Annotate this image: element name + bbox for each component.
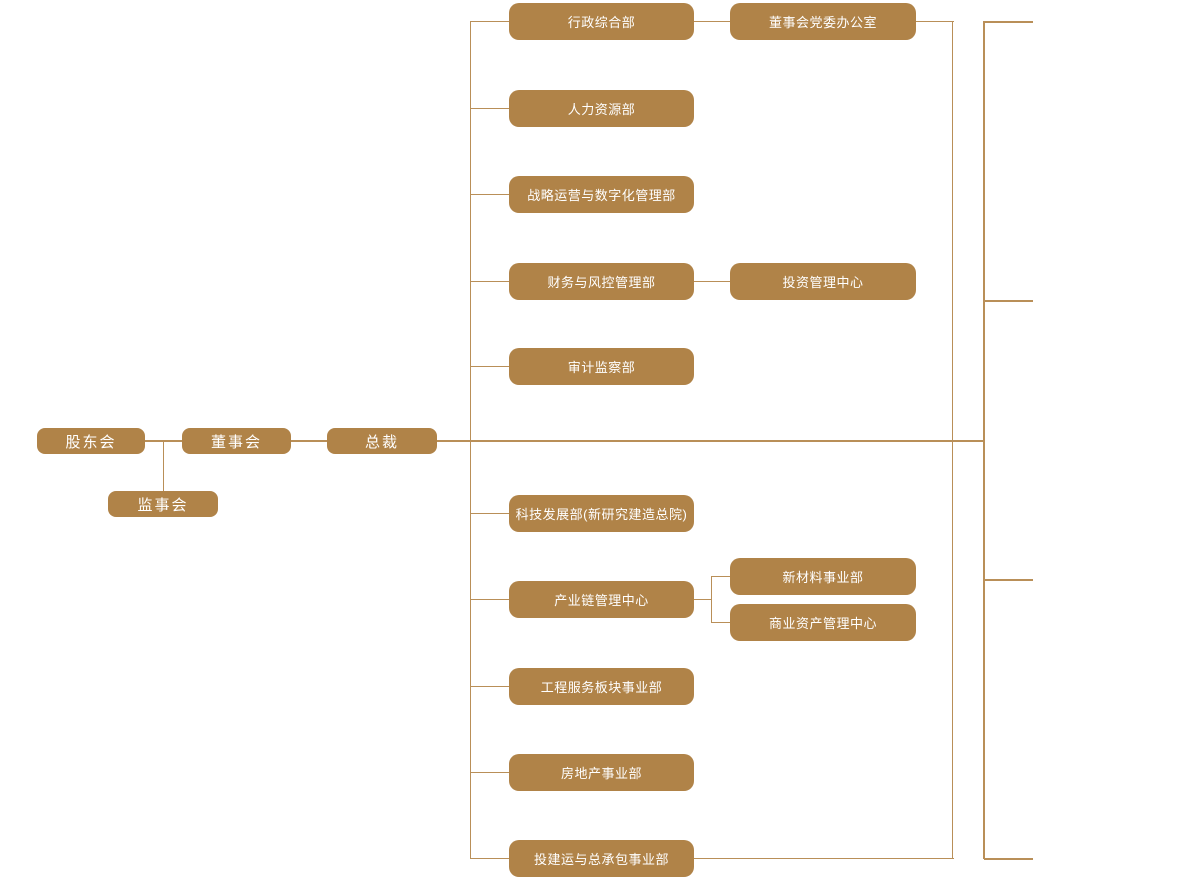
connector-offscreen-stub-3 [984,578,1033,581]
connector-party-office-right [916,20,954,23]
node-commercial-assets-center[interactable]: 商业资产管理中心 [730,604,916,641]
node-dept-engineering-services[interactable]: 工程服务板块事业部 [509,668,694,705]
connector-president-trunk [437,440,985,442]
connector-row-administrative [470,20,509,23]
connector-row-real-estate [470,771,509,774]
connector-offscreen-stub-4 [984,857,1033,860]
node-dept-real-estate[interactable]: 房地产事业部 [509,754,694,791]
node-dept-strategy-digital[interactable]: 战略运营与数字化管理部 [509,176,694,213]
node-supervisory-board[interactable]: 监事会 [108,491,218,517]
connector-invest-build-right [694,857,954,860]
connector-row-tech-development [470,512,509,515]
connector-row-strategy-digital [470,193,509,196]
connector-right-spine-inner [951,20,954,859]
node-new-materials-division[interactable]: 新材料事业部 [730,558,916,595]
node-dept-industry-chain[interactable]: 产业链管理中心 [509,581,694,618]
connector-board-president [291,440,327,442]
connector-finance-investment [694,280,730,283]
node-dept-audit-supervision[interactable]: 审计监察部 [509,348,694,385]
node-dept-tech-development[interactable]: 科技发展部(新研究建造总院) [509,495,694,532]
node-board-party-office[interactable]: 董事会党委办公室 [730,3,916,40]
connector-row-industry-chain [470,598,509,601]
connector-row-finance-risk [470,280,509,283]
node-board-of-directors[interactable]: 董事会 [182,428,291,454]
connector-admin-party-office [694,20,730,23]
node-shareholders-meeting[interactable]: 股东会 [37,428,145,454]
connector-supervisory-drop [162,441,165,491]
node-dept-human-resources[interactable]: 人力资源部 [509,90,694,127]
connector-offscreen-stub-1 [984,20,1033,23]
connector-row-human-resources [470,107,509,110]
connector-row-engineering-services [470,685,509,688]
node-dept-invest-build-contract[interactable]: 投建运与总承包事业部 [509,840,694,877]
connector-left-spine [469,20,471,859]
connector-right-spine-outer [983,20,985,859]
node-president[interactable]: 总裁 [327,428,437,454]
node-dept-administrative[interactable]: 行政综合部 [509,3,694,40]
node-dept-finance-risk[interactable]: 财务与风控管理部 [509,263,694,300]
node-investment-center[interactable]: 投资管理中心 [730,263,916,300]
connector-offscreen-stub-2 [984,299,1033,302]
connector-row-audit-supervision [470,365,509,368]
connector-fork-commercial-assets [711,621,730,624]
connector-row-invest-build-contract [470,857,509,860]
connector-industry-chain-fork [694,598,712,601]
connector-fork-new-materials [711,575,730,578]
connector-fork-spine [710,575,712,624]
